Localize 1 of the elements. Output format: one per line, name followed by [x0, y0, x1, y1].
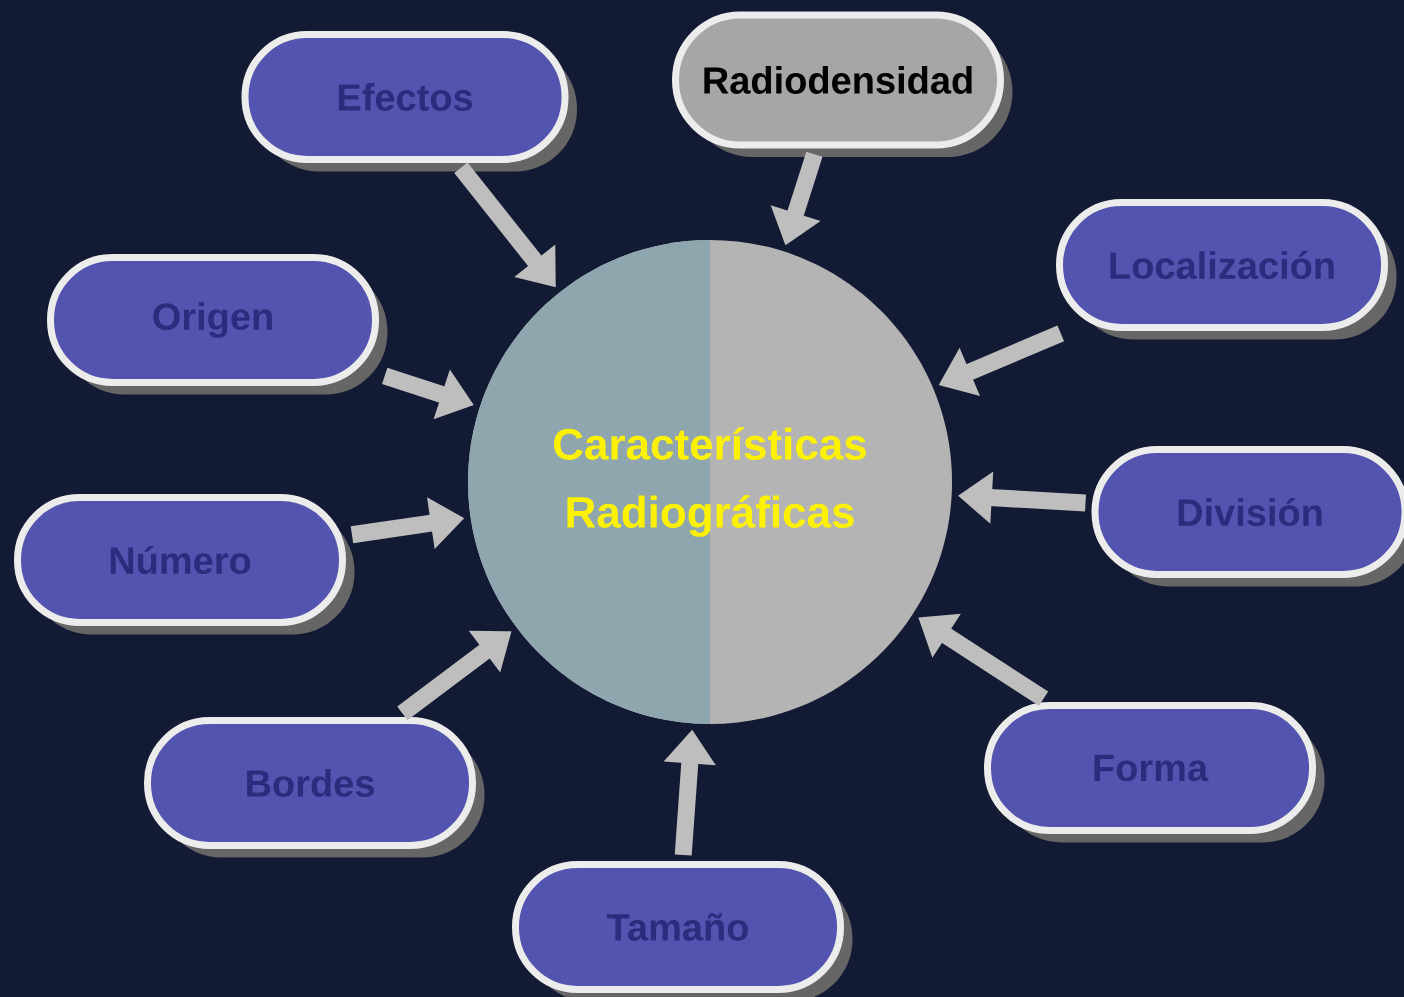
rounded-box: Radiodensidad	[672, 11, 1013, 157]
